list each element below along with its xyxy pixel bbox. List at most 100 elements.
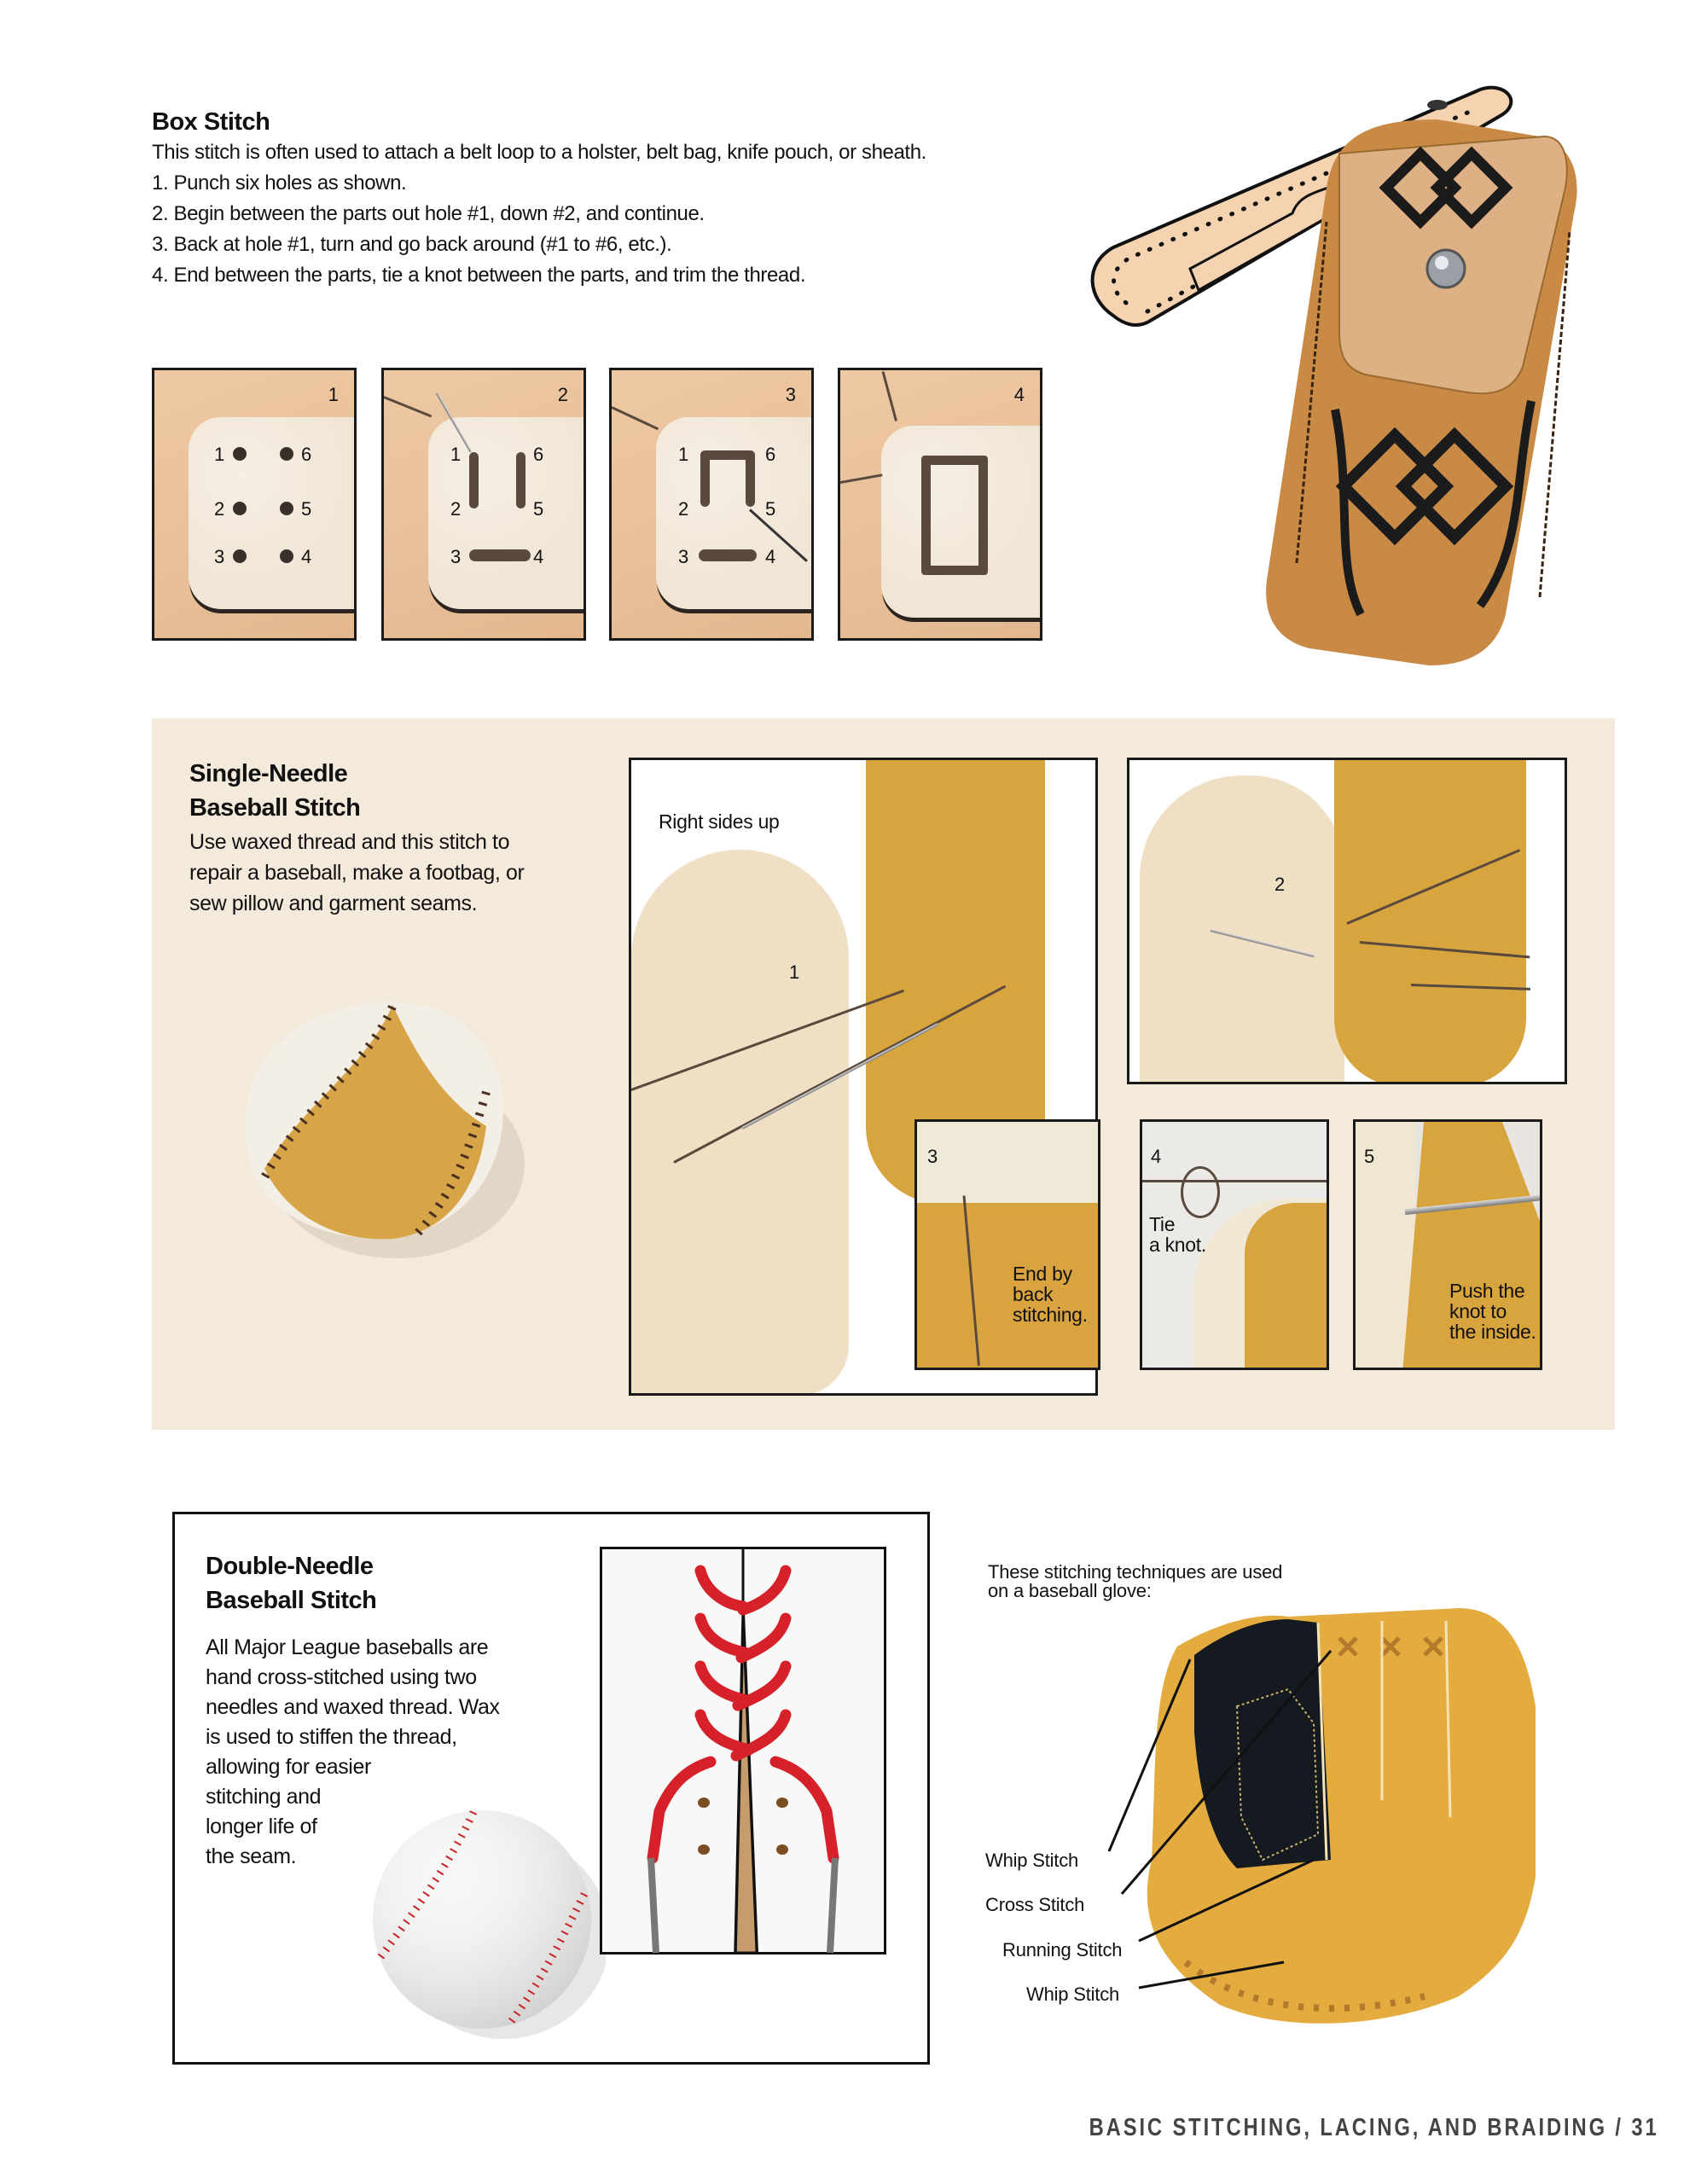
hole-label: 2 xyxy=(450,498,462,520)
page-footer: BASIC STITCHING, LACING, AND BRAIDING / … xyxy=(1089,2114,1659,2141)
single-needle-photo-3: 3 End by back stitching. xyxy=(914,1119,1100,1370)
punched-hole xyxy=(280,502,293,515)
single-needle-title-line1: Single-Needle xyxy=(189,760,348,787)
stitch xyxy=(469,549,531,561)
box-stitch-photo-3: 3 1 6 2 5 3 4 xyxy=(609,368,814,641)
double-needle-title-line2: Baseball Stitch xyxy=(206,1587,377,1614)
single-needle-photo-5: 5 Push the knot to the inside. xyxy=(1353,1119,1542,1370)
suede-patch xyxy=(189,417,354,609)
yellow-suede-piece xyxy=(1402,1122,1540,1368)
thread xyxy=(1142,1180,1327,1182)
box-stitch-step-1: 1. Punch six holes as shown. xyxy=(152,171,407,195)
hole-label: 4 xyxy=(301,546,312,567)
hole-label: 1 xyxy=(450,444,462,465)
box-stitch-photo-4: 4 xyxy=(838,368,1042,641)
hole-label: 2 xyxy=(214,498,225,520)
footbag-image xyxy=(246,1002,525,1258)
desc-line: All Major League baseballs are xyxy=(206,1635,489,1659)
thread xyxy=(881,371,897,421)
desc-line: is used to stiffen the thread, xyxy=(206,1725,457,1749)
single-needle-title-line2: Baseball Stitch xyxy=(189,794,361,822)
punched-hole xyxy=(233,447,247,461)
hole-label: 2 xyxy=(678,498,689,520)
hole-label: 4 xyxy=(533,546,544,567)
thread xyxy=(962,1195,980,1366)
hole-label: 1 xyxy=(214,444,225,465)
punched-hole xyxy=(233,502,247,515)
box-stitch-step-3: 3. Back at hole #1, turn and go back aro… xyxy=(152,233,672,256)
glove-caption-line2: on a baseball glove: xyxy=(988,1580,1152,1601)
hole-label: 6 xyxy=(765,444,776,465)
photo-caption: Right sides up xyxy=(659,810,780,833)
double-needle-title-line1: Double-Needle xyxy=(206,1553,374,1580)
stitch xyxy=(469,452,479,508)
caption-line: stitching. xyxy=(1013,1304,1088,1326)
baseball-glove-image xyxy=(1107,1608,1536,2024)
box-stitch-photo-2: 2 1 6 2 5 3 4 xyxy=(381,368,586,641)
caption-line: back xyxy=(1013,1283,1054,1305)
label-whip-stitch-bottom: Whip Stitch xyxy=(1026,1984,1120,2005)
single-needle-photo-4: 4 Tie a knot. xyxy=(1140,1119,1329,1370)
light-suede-piece xyxy=(631,850,849,1393)
thread xyxy=(612,406,659,431)
step-number: 3 xyxy=(927,1146,938,1167)
light-suede-piece xyxy=(1356,1122,1415,1368)
caption-line: the inside. xyxy=(1449,1321,1536,1343)
step-number: 1 xyxy=(328,384,339,405)
knife-sheath-illustration xyxy=(1090,85,1577,665)
step-number: 2 xyxy=(557,384,568,405)
stitch xyxy=(746,450,755,507)
punched-hole xyxy=(280,549,293,563)
label-cross-stitch: Cross Stitch xyxy=(985,1894,1085,1915)
yellow-suede-piece xyxy=(1245,1203,1327,1368)
desc-line: stitching and xyxy=(206,1785,322,1809)
hole-label: 5 xyxy=(765,498,776,520)
desc-line: hand cross-stitched using two xyxy=(206,1665,477,1689)
single-needle-desc-line1: Use waxed thread and this stitch to xyxy=(189,830,510,854)
punched-hole xyxy=(280,447,293,461)
box-stitch-intro: This stitch is often used to attach a be… xyxy=(152,141,926,164)
caption-line: knot to xyxy=(1449,1300,1507,1322)
leather-sheath xyxy=(1266,119,1577,665)
hole-label: 5 xyxy=(301,498,312,520)
hole-label: 4 xyxy=(765,546,776,567)
double-needle-stitch-diagram xyxy=(600,1547,886,1955)
step-number: 1 xyxy=(789,961,800,983)
stitch xyxy=(700,450,755,460)
box-stitch-title: Box Stitch xyxy=(152,108,270,136)
completed-box-stitch xyxy=(921,456,988,575)
hole-label: 3 xyxy=(450,546,462,567)
hole-label: 3 xyxy=(678,546,689,567)
caption-line: Push the xyxy=(1449,1280,1525,1302)
step-number: 5 xyxy=(1364,1146,1375,1167)
label-running-stitch: Running Stitch xyxy=(1002,1939,1123,1960)
step-number: 4 xyxy=(1013,384,1025,405)
single-needle-desc-line3: sew pillow and garment seams. xyxy=(189,892,478,915)
hole-label: 1 xyxy=(678,444,689,465)
suede-patch xyxy=(428,417,584,609)
label-whip-stitch-top: Whip Stitch xyxy=(985,1850,1079,1871)
thread xyxy=(840,473,883,484)
single-needle-desc-line2: repair a baseball, make a footbag, or xyxy=(189,861,525,885)
box-stitch-step-4: 4. End between the parts, tie a knot bet… xyxy=(152,264,806,287)
light-suede-piece xyxy=(917,1122,1098,1203)
stitch xyxy=(700,450,710,507)
desc-line: longer life of xyxy=(206,1815,317,1838)
hole-label: 6 xyxy=(301,444,312,465)
stitch xyxy=(699,549,757,561)
caption-line: Tie xyxy=(1149,1213,1176,1235)
glove-caption-line1: These stitching techniques are used xyxy=(988,1561,1283,1583)
stitch xyxy=(516,452,525,508)
baseball-image xyxy=(373,1810,606,2039)
punched-hole xyxy=(233,549,247,563)
hole-label: 6 xyxy=(533,444,544,465)
double-needle-box: Double-Needle Baseball Stitch All Major … xyxy=(172,1512,930,2065)
single-needle-photo-2: 2 xyxy=(1127,758,1567,1084)
desc-line: needles and waxed thread. Wax xyxy=(206,1695,500,1719)
yellow-suede-piece xyxy=(1334,760,1526,1082)
suede-patch xyxy=(656,417,811,609)
desc-line: allowing for easier xyxy=(206,1755,371,1779)
caption-line: a knot. xyxy=(1149,1234,1206,1256)
thread xyxy=(384,396,433,418)
hole-label: 5 xyxy=(533,498,544,520)
